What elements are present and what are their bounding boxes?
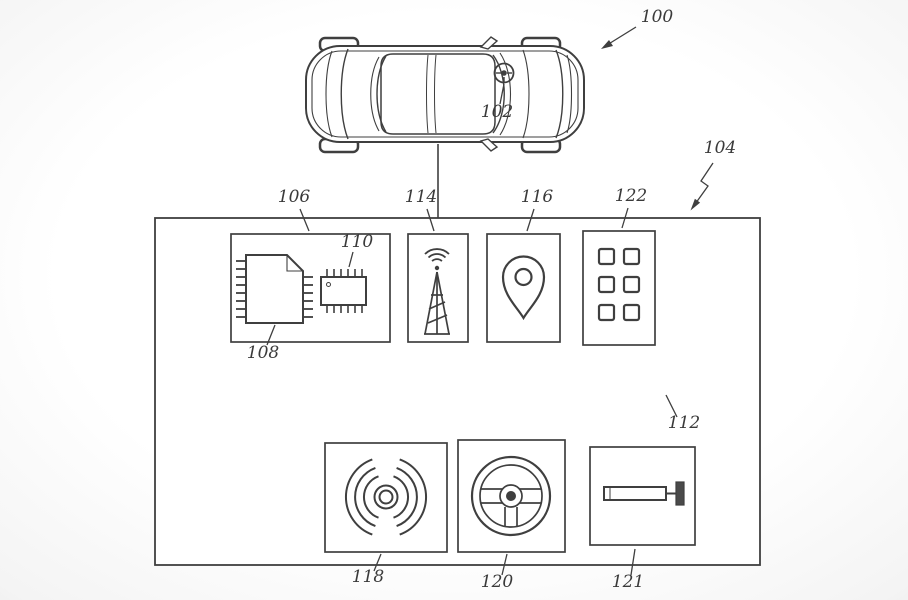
steering-wheel-icon <box>470 455 552 537</box>
module-box <box>324 442 448 553</box>
ref-label-102: 102 <box>481 102 513 122</box>
map-pin-icon <box>501 255 546 321</box>
microchip-icon <box>236 254 313 324</box>
leader-line <box>665 394 678 418</box>
memory-chip-icon <box>320 269 367 313</box>
ref-label-108: 108 <box>247 343 280 363</box>
car-top-view-icon <box>305 36 585 154</box>
leader-line <box>266 324 276 346</box>
arrowhead <box>601 40 613 49</box>
car-body <box>305 45 585 143</box>
leader-line <box>630 548 636 576</box>
car-mirror-icon <box>479 36 499 50</box>
ref-label-100: 100 <box>641 7 674 27</box>
module-box <box>457 439 566 553</box>
car-roof-outline <box>380 53 496 135</box>
ref-label-104: 104 <box>704 138 736 158</box>
module-box <box>589 446 696 546</box>
module-box <box>230 233 391 343</box>
leader-line <box>606 26 637 46</box>
ref-label-116: 116 <box>521 187 554 207</box>
ref-label-114: 114 <box>405 187 437 207</box>
reference-labels: 100 102 104 106 114 116 122 110 108 112 … <box>247 7 736 592</box>
actuator-rod-icon <box>603 481 685 506</box>
car-steering-wheel-icon <box>493 62 515 84</box>
car-roof-seam <box>434 54 437 134</box>
car-front-bumper-line <box>566 54 572 134</box>
ref-label-122: 122 <box>615 186 647 206</box>
sonar-waves-icon <box>345 458 427 536</box>
steering-module-box <box>457 439 566 553</box>
leader-line <box>348 251 354 268</box>
ref-label-106: 106 <box>278 187 311 207</box>
car-body-inner-line <box>311 50 579 138</box>
ref-label-112: 112 <box>668 413 700 433</box>
car-roof-seam <box>426 54 429 134</box>
keypad-module-box <box>582 230 656 346</box>
sensor-module-box <box>324 442 448 553</box>
actuator-module-box <box>589 446 696 546</box>
car-front-line <box>555 49 564 139</box>
car-rear-window <box>376 55 387 133</box>
ref-label-110: 110 <box>341 232 374 252</box>
leader-line <box>501 553 508 576</box>
car-windshield <box>492 54 505 134</box>
keypad-grid-icon <box>597 247 641 322</box>
antenna-module-box <box>407 233 469 343</box>
radio-tower-icon <box>424 248 450 335</box>
ref-label-120: 120 <box>481 572 514 592</box>
car-hood-line <box>522 49 530 139</box>
car-mirror-icon <box>479 138 499 152</box>
leader-line <box>299 208 310 232</box>
car-rear-bumper-line <box>325 50 333 138</box>
leader-line <box>621 207 629 229</box>
leader-zigzag <box>692 162 714 208</box>
module-box <box>407 233 469 343</box>
arrowhead <box>690 198 701 211</box>
leader-line <box>526 208 535 232</box>
module-box <box>582 230 656 346</box>
car-windshield <box>499 52 512 136</box>
processor-module-box <box>230 233 391 343</box>
ref-label-121: 121 <box>612 572 644 592</box>
car-trunk-line <box>340 48 349 140</box>
gps-module-box <box>486 233 561 343</box>
ref-label-118: 118 <box>352 567 385 587</box>
module-box <box>486 233 561 343</box>
leader-line <box>373 553 382 572</box>
car-rear-window <box>370 56 380 132</box>
leader-line <box>426 208 435 232</box>
leader-line <box>499 83 505 105</box>
